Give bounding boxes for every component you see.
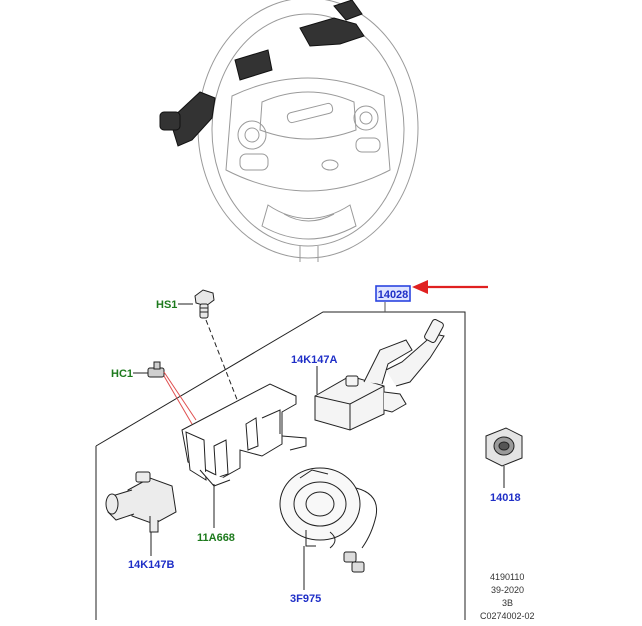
callout-clip[interactable]: HC1 xyxy=(111,368,133,380)
reference-line-4: C0274002-02 xyxy=(480,611,535,621)
callout-switch-left[interactable]: 14K147B xyxy=(128,559,175,571)
callout-main-assembly[interactable]: 14028 xyxy=(375,285,411,302)
red-arrow-icon xyxy=(412,280,488,294)
clip-red-leaders xyxy=(163,371,197,425)
reference-block: 4190110 39-2020 3B C0274002-02 xyxy=(480,572,535,621)
callout-bracket[interactable]: 11A668 xyxy=(197,532,235,544)
callout-switch-right[interactable]: 14K147A xyxy=(291,354,338,366)
switch-left-part xyxy=(105,471,177,533)
bolt-axis-line xyxy=(205,319,239,403)
callout-side-switch[interactable]: 14018 xyxy=(490,492,521,504)
reference-line-3: 3B xyxy=(502,598,513,608)
callout-clockspring[interactable]: 3F975 xyxy=(290,593,321,605)
wheel-stalk-left xyxy=(159,49,273,147)
switch-right-part xyxy=(314,319,445,431)
reference-line-1: 4190110 xyxy=(490,572,524,582)
callout-main-assembly-label: 14028 xyxy=(378,289,409,301)
side-switch-part xyxy=(485,427,523,467)
reference-line-2: 39-2020 xyxy=(491,585,524,595)
clip-part xyxy=(147,361,165,378)
bolt-part xyxy=(194,289,215,319)
assembly-outline xyxy=(95,302,466,620)
wheel-stalk-right xyxy=(299,0,365,47)
clockspring-part xyxy=(279,467,378,573)
bracket-part xyxy=(181,383,307,487)
steering-wheel-illustration xyxy=(197,0,419,262)
callout-bolt[interactable]: HS1 xyxy=(156,299,177,311)
